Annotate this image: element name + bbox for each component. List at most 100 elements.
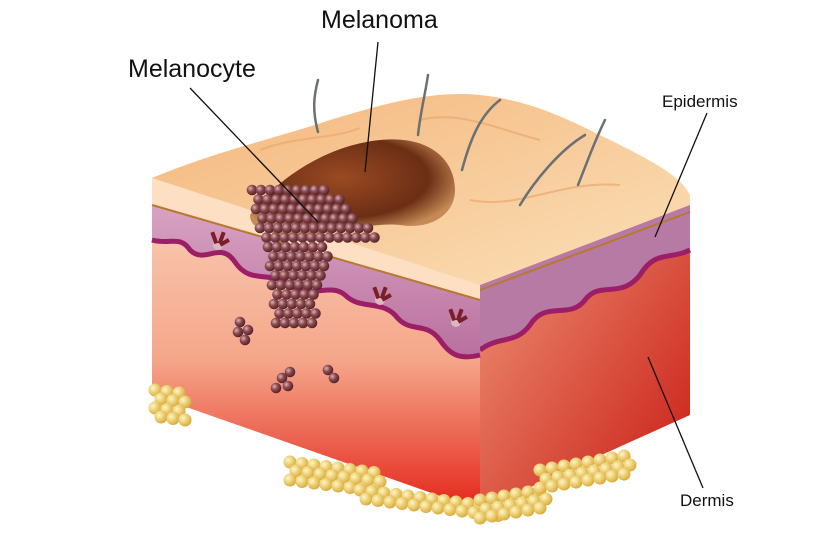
- melanoma-cell: [362, 222, 374, 234]
- melanoma-cell: [325, 194, 336, 205]
- fat-cell: [521, 503, 535, 517]
- melanoma-cell: [270, 232, 281, 243]
- melanoma-cell: [282, 260, 294, 272]
- melanoma-cell: [324, 232, 335, 243]
- fat-cell: [154, 410, 168, 424]
- fat-cells: [148, 383, 637, 525]
- melanoma-cell: [302, 279, 314, 291]
- melanoma-cell: [291, 260, 303, 272]
- fat-cell: [319, 478, 333, 491]
- melanoma-cell: [282, 380, 294, 392]
- melanoma-cell: [250, 203, 262, 215]
- melanoma-cell: [313, 203, 325, 215]
- melanoma-cell: [268, 251, 279, 262]
- melanoma-cell: [280, 241, 292, 253]
- melanoma-cell: [277, 298, 289, 310]
- melanoma-cell: [306, 270, 317, 281]
- fat-cell: [283, 473, 297, 487]
- fat-cell: [545, 479, 559, 493]
- melanoma-cell: [322, 203, 334, 215]
- melanoma-cell: [266, 213, 277, 224]
- melanoma-cell: [264, 184, 276, 196]
- melanoma-cell: [288, 232, 299, 243]
- melanoma-cell: [298, 194, 309, 205]
- melanoma-cell: [309, 184, 321, 196]
- dendritic-melanocytes: [210, 231, 468, 327]
- melanoma-cell: [309, 260, 321, 272]
- melanoma-cell: [270, 317, 282, 329]
- melanoma-cell: [340, 203, 352, 215]
- melanoma-cell: [257, 213, 268, 224]
- melanoma-label: Melanoma: [321, 6, 438, 34]
- melanocyte-cluster: [232, 184, 380, 394]
- melanocyte-leader: [189, 87, 319, 223]
- fat-cell: [569, 475, 583, 489]
- melanoma-cell: [276, 372, 288, 384]
- melanoma-cell: [304, 251, 315, 262]
- melanoma-cell: [316, 194, 327, 205]
- melanoma-cell: [255, 184, 267, 196]
- melanoma-cell: [272, 289, 283, 300]
- fat-cell: [593, 471, 607, 485]
- melanoma-cell: [369, 232, 380, 243]
- melanoma-cell: [299, 222, 311, 234]
- melanoma-cell: [297, 270, 308, 281]
- melanoma-cell: [333, 232, 344, 243]
- fat-cell: [395, 497, 409, 510]
- melanoma-leader: [364, 41, 379, 173]
- fat-cell: [455, 504, 469, 518]
- fat-cell: [605, 469, 619, 483]
- melanoma-cell: [360, 232, 371, 243]
- melanoma-cell: [281, 222, 293, 234]
- melanoma-cell: [322, 364, 334, 376]
- melanoma-cell: [318, 260, 330, 272]
- melanoma-cell: [300, 260, 312, 272]
- hair-follicles: [313, 73, 607, 207]
- melanoma-cell: [307, 241, 319, 253]
- melanoma-cell: [291, 184, 303, 196]
- melanoma-cell: [271, 194, 282, 205]
- melanoma-cell: [253, 194, 264, 205]
- fat-cell: [533, 501, 547, 515]
- melanoma-cell: [279, 317, 291, 329]
- fat-cell: [557, 477, 571, 491]
- melanoma-cell: [320, 213, 331, 224]
- melanoma-cell: [315, 232, 326, 243]
- fat-cell: [617, 467, 631, 481]
- melanoma-cell: [318, 184, 330, 196]
- melanoma-cell: [234, 316, 246, 328]
- melanoma-cell: [239, 334, 251, 346]
- melanoma-cell: [295, 298, 307, 310]
- melanoma-cell: [326, 222, 338, 234]
- basement-line-front: [151, 237, 481, 360]
- epidermis-leader: [654, 112, 708, 238]
- melanoma-cell: [279, 270, 290, 281]
- melanoma-cell: [311, 213, 322, 224]
- melanoma-cell: [259, 203, 271, 215]
- melanoma-cell: [286, 203, 298, 215]
- melanoma-cell: [304, 298, 316, 310]
- melanoma-cell: [242, 324, 254, 336]
- melanoma-cell: [262, 194, 273, 205]
- fat-cell: [295, 475, 309, 488]
- melanoma-cell: [270, 382, 282, 394]
- melanoma-cell: [263, 222, 275, 234]
- melanoma-cell: [288, 270, 299, 281]
- melanoma-cell: [298, 241, 310, 253]
- melanoma-cell: [286, 298, 298, 310]
- fat-cell: [307, 476, 321, 490]
- dermis-leader: [647, 356, 704, 489]
- melanoma-cell: [308, 289, 319, 300]
- melanoma-cell: [293, 213, 304, 224]
- fat-cell: [331, 479, 345, 493]
- melanoma-cell: [275, 213, 286, 224]
- melanoma-cell: [266, 279, 278, 291]
- fat-cell: [178, 413, 192, 427]
- melanoma-cell: [289, 241, 301, 253]
- fat-cell: [166, 412, 180, 425]
- melanoma-cell: [328, 372, 340, 384]
- melanoma-cell: [313, 251, 324, 262]
- melanoma-cell: [277, 251, 288, 262]
- melanoma-cell: [338, 213, 349, 224]
